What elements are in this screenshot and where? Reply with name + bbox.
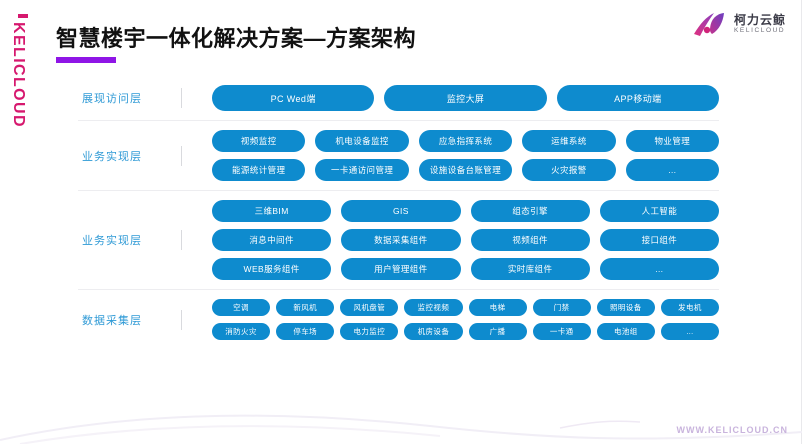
arch-layer-rows: 三维BIM GIS 组态引擎人工智能消息中间件数据采集组件视频组件接口组件 WEB服务… — [182, 200, 719, 280]
arch-node-pill[interactable]: 三维BIM — [212, 200, 332, 222]
arch-node-pill[interactable]: 电池组 — [596, 323, 655, 340]
arch-node-pill[interactable]: 设施设备台账管理 — [418, 159, 513, 181]
arch-node-pill[interactable]: 数据采集组件 — [341, 229, 461, 251]
arch-layer: 展现访问层 PC Wed端监控大屏 APP移动端 — [78, 76, 719, 120]
arch-node-pill[interactable]: 消防火灾 — [212, 323, 271, 340]
title-underline-accent — [56, 57, 116, 63]
arch-node-pill[interactable]: 停车场 — [276, 323, 335, 340]
arch-node-pill[interactable]: … — [599, 258, 719, 280]
arch-layer-label: 业务实现层 — [82, 235, 142, 247]
arch-layer-rows: 空调新风机风机盘管监控视频电梯门禁照明设备发电机消防火灾停车场电力监控机房设备广… — [182, 299, 719, 340]
arch-node-pill[interactable]: WEB服务组件 — [212, 258, 332, 280]
arch-node-pill[interactable]: 空调 — [212, 299, 271, 316]
arch-node-pill[interactable]: PC Wed端 — [212, 85, 375, 111]
arch-node-pill[interactable]: 机电设备监控 — [315, 130, 409, 152]
logo-name-en: KELICLOUD — [733, 26, 786, 34]
arch-node-pill[interactable]: 广播 — [468, 323, 527, 340]
arch-layer-rows: 视频监控机电设备监控应急指挥系统运维系统物业管理能源统计管理一卡通访问管理设施设… — [182, 130, 720, 181]
brand-tick-mark — [18, 14, 28, 18]
arch-node-pill[interactable]: 监控大屏 — [384, 85, 547, 111]
arch-node-pill[interactable]: 运维系统 — [522, 130, 616, 152]
arch-node-pill[interactable]: 发电机 — [660, 299, 719, 316]
logo-text-block: 柯力云鲸 KELICLOUD — [734, 14, 786, 35]
arch-node-pill[interactable]: 视频组件 — [470, 229, 590, 251]
arch-node-pill[interactable]: 视频监控 — [212, 130, 306, 152]
arch-node-pill[interactable]: 电力监控 — [340, 323, 399, 340]
page-title: 智慧楼宇一体化解决方案—方案架构 — [56, 26, 417, 51]
company-logo: 柯力云鲸 KELICLOUD — [690, 10, 786, 38]
arch-layer-separator — [181, 230, 182, 250]
brand-rail: KELICLOUD — [0, 0, 46, 444]
arch-layer: 数据采集层空调新风机风机盘管监控视频电梯门禁照明设备发电机消防火灾停车场电力监控… — [78, 289, 719, 349]
arch-node-pill[interactable]: 机房设备 — [404, 323, 463, 340]
arch-layer-label: 业务实现层 — [82, 150, 142, 163]
architecture-diagram: 展现访问层 PC Wed端监控大屏 APP移动端业务实现层 视频监控机电设备监控应急指… — [78, 76, 720, 349]
arch-layer-label-wrap: 数据采集层 — [78, 309, 182, 330]
arch-row: 视频监控机电设备监控应急指挥系统运维系统物业管理 — [212, 130, 720, 152]
arch-node-pill[interactable]: GIS — [341, 200, 461, 222]
arch-node-pill[interactable]: 接口组件 — [599, 229, 719, 251]
arch-row: 能源统计管理一卡通访问管理设施设备台账管理火灾报警 … — [212, 159, 720, 181]
arch-node-pill[interactable]: … — [625, 159, 720, 181]
arch-layer-separator — [181, 145, 182, 166]
arch-node-pill[interactable]: 监控视频 — [404, 299, 463, 316]
arch-node-pill[interactable]: 消息中间件 — [212, 229, 332, 251]
arch-row: WEB服务组件用户管理组件实时库组件 … — [212, 258, 719, 280]
arch-node-pill[interactable]: … — [660, 323, 719, 340]
arch-node-pill[interactable]: 新风机 — [276, 299, 335, 316]
arch-node-pill[interactable]: 电梯 — [468, 299, 527, 316]
arch-row: 三维BIM GIS 组态引擎人工智能 — [212, 200, 719, 222]
arch-layer-label-wrap: 业务实现层 — [78, 230, 182, 250]
arch-node-pill[interactable]: 一卡通访问管理 — [315, 159, 409, 181]
arch-layer-separator — [181, 88, 182, 108]
arch-node-pill[interactable]: 能源统计管理 — [212, 159, 306, 181]
arch-node-pill[interactable]: 用户管理组件 — [341, 258, 461, 280]
arch-node-pill[interactable]: 人工智能 — [599, 200, 719, 222]
arch-node-pill[interactable]: 应急指挥系统 — [418, 130, 513, 152]
arch-node-pill[interactable]: 风机盘管 — [340, 299, 399, 316]
arch-node-pill[interactable]: 组态引擎 — [470, 200, 590, 222]
arch-node-pill[interactable]: APP移动端 — [556, 85, 719, 111]
arch-row: 消息中间件数据采集组件视频组件接口组件 — [212, 229, 719, 251]
arch-layer-rows: PC Wed端监控大屏 APP移动端 — [182, 85, 719, 111]
brand-vertical-text: KELICLOUD — [10, 22, 27, 128]
arch-node-pill[interactable]: 实时库组件 — [470, 258, 590, 280]
footer-website-url: WWW.KELICLOUD.CN — [676, 425, 788, 435]
arch-node-pill[interactable]: 照明设备 — [596, 299, 655, 316]
arch-row: 空调新风机风机盘管监控视频电梯门禁照明设备发电机 — [212, 299, 719, 316]
arch-node-pill[interactable]: 门禁 — [532, 299, 591, 316]
arch-layer: 业务实现层视频监控机电设备监控应急指挥系统运维系统物业管理能源统计管理一卡通访问… — [78, 120, 720, 190]
arch-row: 消防火灾停车场电力监控机房设备广播一卡通电池组 … — [212, 323, 719, 340]
arch-layer-label: 展现访问层 — [82, 93, 142, 105]
arch-node-pill[interactable]: 一卡通 — [532, 323, 591, 340]
logo-name-cn: 柯力云鲸 — [733, 12, 786, 27]
arch-node-pill[interactable]: 物业管理 — [625, 130, 720, 152]
arch-layer-label-wrap: 业务实现层 — [78, 145, 182, 166]
arch-layer-separator — [181, 309, 182, 330]
arch-row: PC Wed端监控大屏 APP移动端 — [212, 85, 719, 111]
arch-node-pill[interactable]: 火灾报警 — [522, 159, 616, 181]
arch-layer-label-wrap: 展现访问层 — [78, 88, 182, 108]
arch-layer: 业务实现层 三维BIM GIS 组态引擎人工智能消息中间件数据采集组件视频组件接口组件… — [78, 190, 719, 289]
arch-layer-label: 数据采集层 — [82, 314, 142, 327]
keliCloud-mark-icon — [693, 13, 724, 36]
